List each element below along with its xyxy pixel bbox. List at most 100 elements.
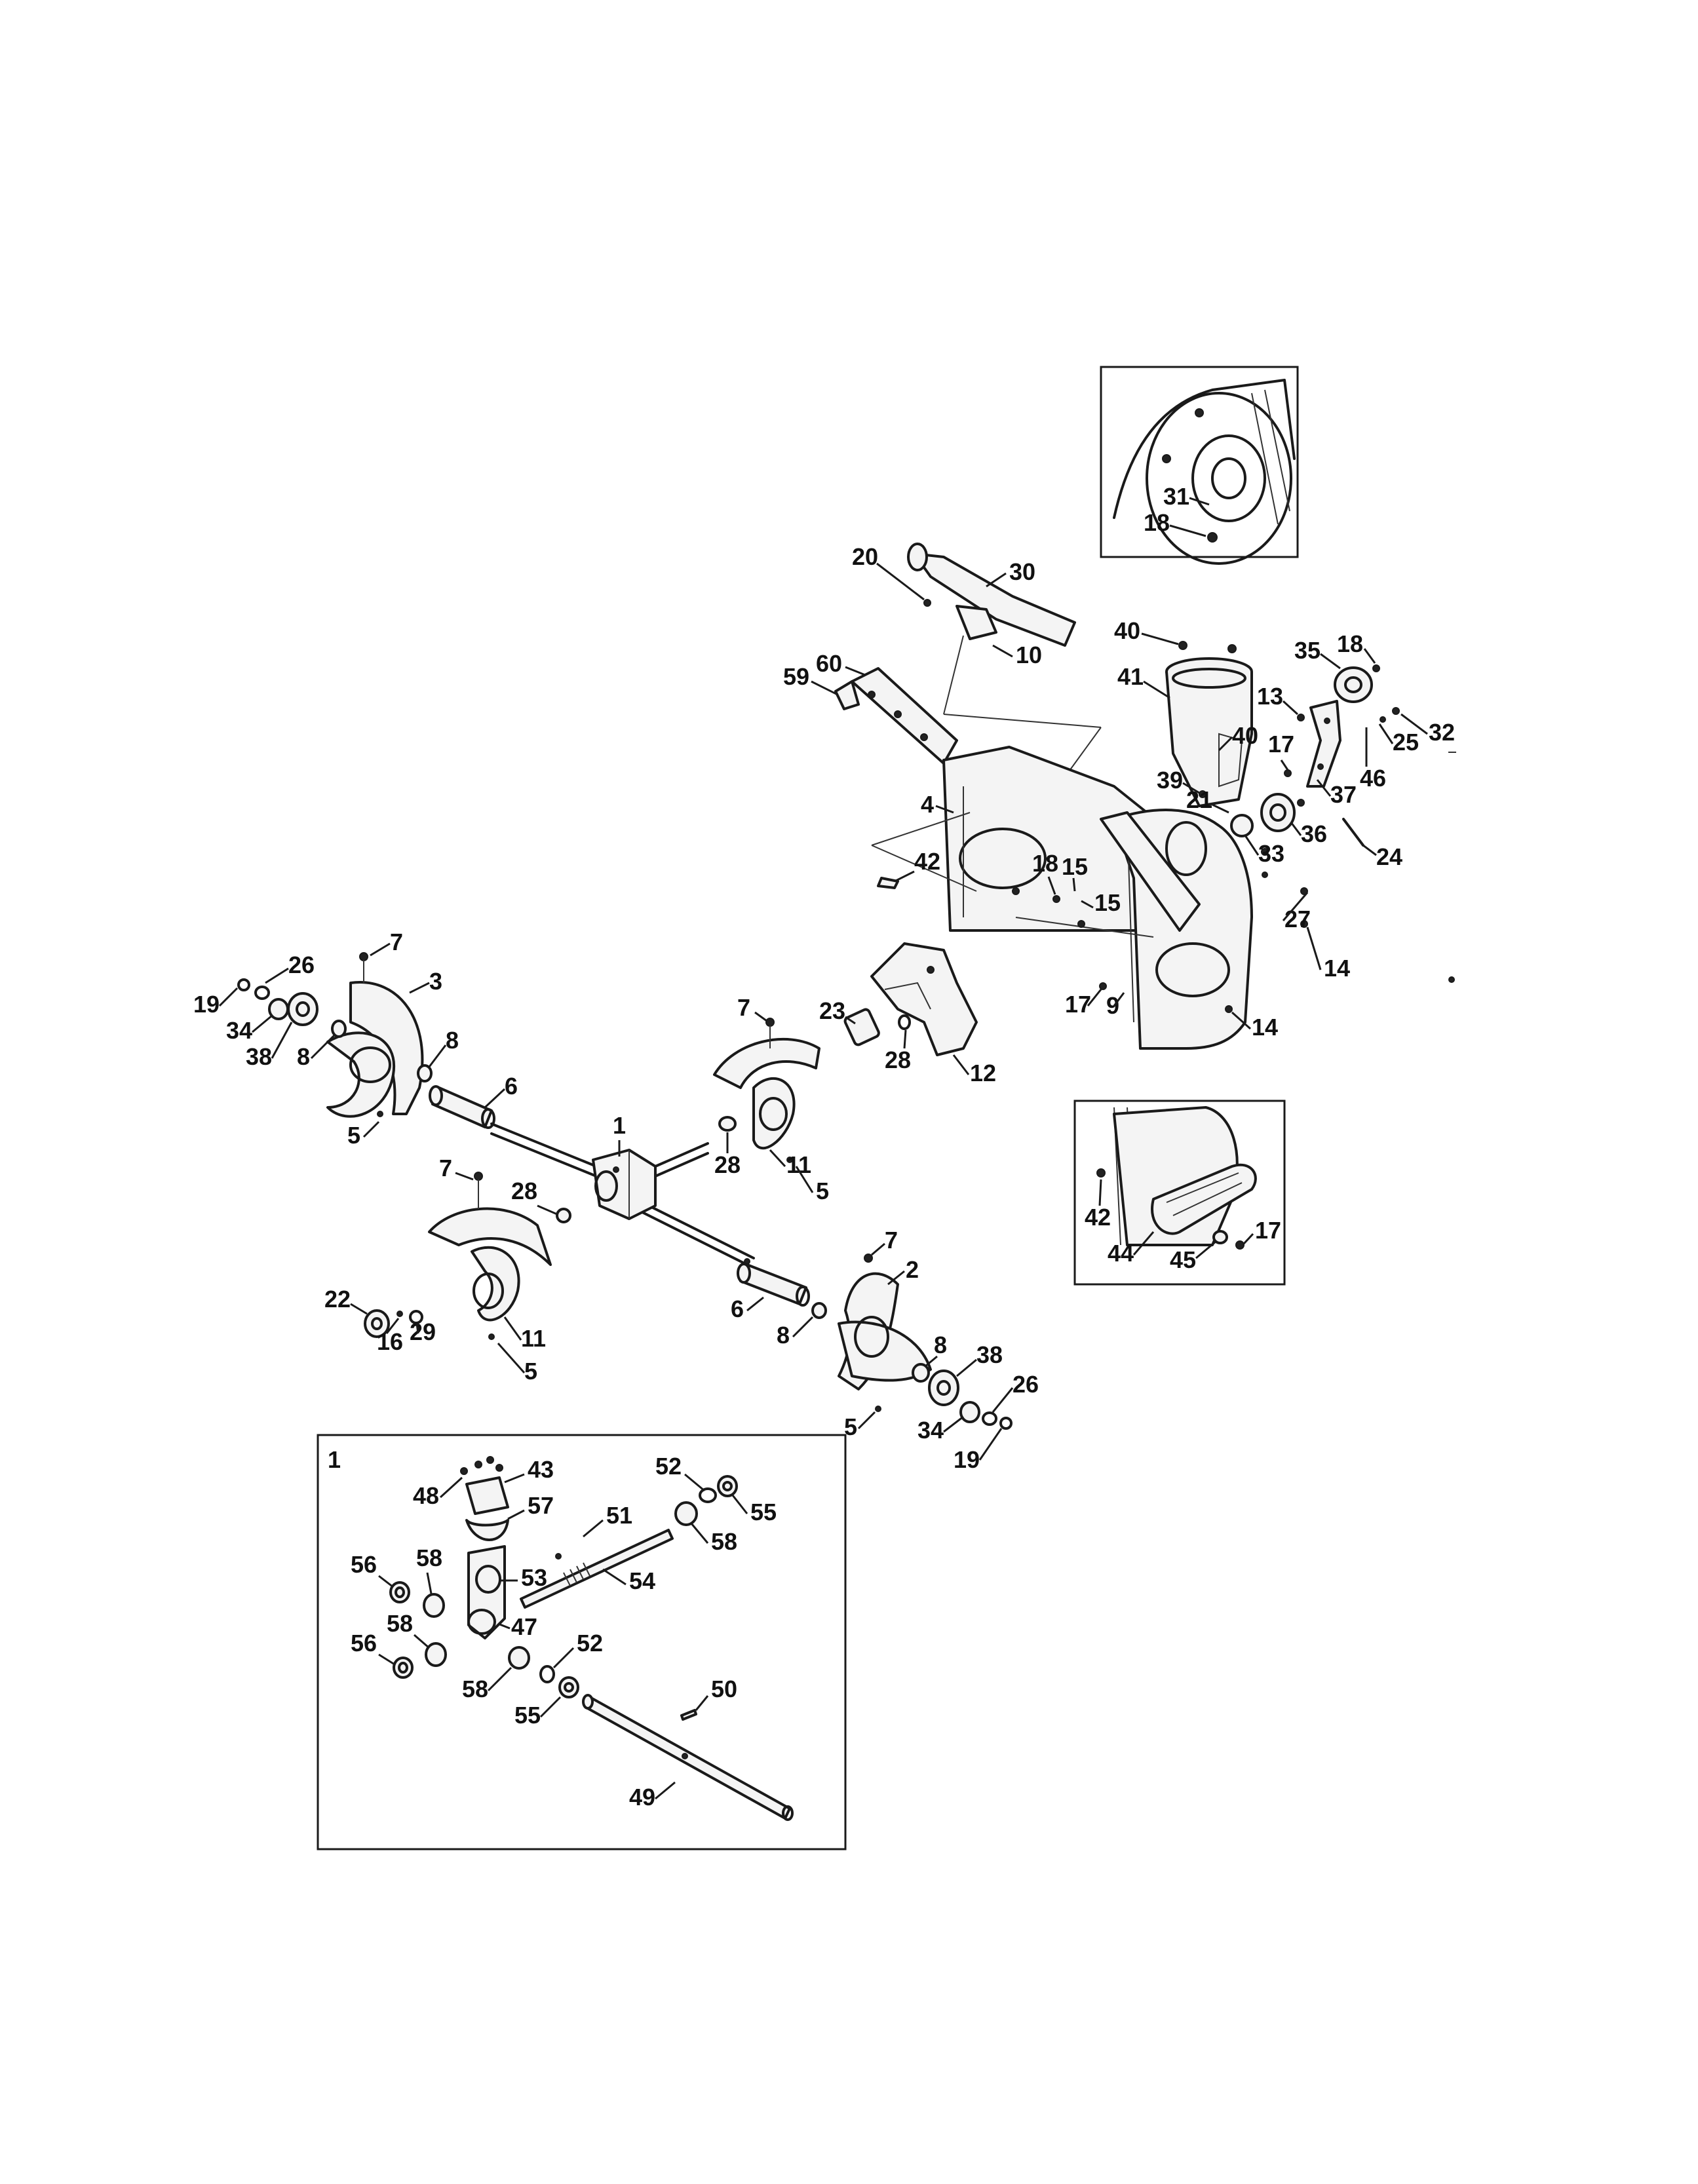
callout-55-lower: 55 (514, 1702, 541, 1729)
callout-48: 48 (413, 1482, 439, 1509)
callout-8-left-b: 8 (446, 1027, 459, 1054)
callout-4: 4 (921, 791, 934, 818)
callout-33: 33 (1258, 840, 1284, 867)
callout-42: 42 (914, 848, 940, 875)
callout-11-lower-left: 11 (521, 1325, 546, 1352)
shave-plate-59-60: 60 59 (783, 650, 958, 765)
callout-58-left-top: 58 (416, 1544, 442, 1571)
callout-8-right-a: 8 (777, 1322, 790, 1349)
callout-24: 24 (1376, 843, 1402, 870)
callout-31: 31 (1163, 483, 1189, 510)
callout-51: 51 (606, 1502, 632, 1529)
callout-56: 56 (351, 1551, 377, 1578)
callout-32: 32 (1429, 719, 1455, 746)
callout-19-right: 19 (954, 1446, 980, 1473)
callout-44: 44 (1108, 1240, 1134, 1267)
spacer-6-right: 6 (731, 1263, 810, 1322)
callout-2: 2 (906, 1256, 919, 1283)
callout-53: 53 (521, 1564, 547, 1591)
callout-7-center: 7 (737, 994, 750, 1021)
callout-18: 18 (1144, 509, 1170, 536)
callout-8-left-a: 8 (297, 1043, 310, 1070)
callout-12: 12 (970, 1060, 996, 1086)
callout-14-bottom: 14 (1252, 1014, 1278, 1041)
callout-22: 22 (324, 1286, 351, 1312)
callout-17-housing: 17 (1065, 991, 1091, 1018)
callout-59: 59 (783, 663, 809, 690)
callout-30: 30 (1009, 558, 1035, 585)
callout-50: 50 (711, 1676, 737, 1702)
callout-47: 47 (511, 1613, 537, 1640)
auger-lower-left: 7 28 22 16 29 11 5 (324, 1155, 571, 1385)
callout-57: 57 (528, 1492, 554, 1519)
callout-49: 49 (629, 1784, 655, 1810)
callout-5-right: 5 (844, 1413, 857, 1440)
callout-13: 13 (1257, 683, 1283, 710)
auger-right-2: 7 2 8 8 38 26 34 19 5 (777, 1227, 1039, 1473)
callout-7-lower-left: 7 (439, 1155, 452, 1181)
inset-chute-bearing-detail: 31 18 (1100, 366, 1299, 565)
callout-3: 3 (429, 968, 442, 995)
callout-14: 14 (1324, 955, 1350, 982)
callout-29: 29 (410, 1318, 436, 1345)
callout-38-right: 38 (976, 1341, 1003, 1368)
chute-crank-assembly: 20 30 10 (852, 543, 1102, 800)
callout-20: 20 (852, 543, 878, 570)
callout-56-b: 56 (351, 1630, 377, 1657)
auger-shaft-gearbox: 1 28 (490, 1112, 755, 1269)
callout-58-left-bottom: 58 (387, 1610, 413, 1637)
callout-35: 35 (1294, 637, 1321, 664)
callout-28-impeller: 28 (885, 1046, 911, 1073)
callout-7: 7 (390, 929, 403, 955)
callout-52: 52 (655, 1453, 682, 1480)
callout-46: 46 (1360, 765, 1386, 792)
callout-52-lower: 52 (577, 1630, 603, 1657)
bearing-bracket-assembly: 35 18 13 25 32 17 46 37 33 36 24 27 14 (1230, 630, 1455, 982)
callout-5-lower-left: 5 (524, 1358, 537, 1385)
callout-45: 45 (1170, 1246, 1196, 1273)
callout-15-b: 15 (1094, 889, 1121, 916)
spacer-6-left: 6 (429, 1073, 518, 1129)
callout-6-right: 6 (731, 1295, 744, 1322)
callout-10: 10 (1016, 642, 1042, 668)
callout-40: 40 (1114, 617, 1140, 644)
callout-39: 39 (1157, 767, 1183, 794)
callout-54: 54 (629, 1567, 655, 1594)
callout-15: 15 (1062, 853, 1088, 880)
callout-40-lower: 40 (1232, 722, 1258, 749)
callout-18-housing: 18 (1032, 850, 1058, 877)
callout-58-lower: 58 (462, 1676, 488, 1702)
callout-28-lower-left: 28 (511, 1178, 537, 1204)
inset-gearbox-exploded: 1 43 48 57 53 47 56 58 56 58 (317, 1434, 847, 1850)
callout-11: 11 (786, 1151, 811, 1178)
auger-housing: 4 42 18 15 15 17 9 14 39 21 (871, 746, 1278, 1050)
callout-41: 41 (1117, 663, 1144, 690)
callout-27: 27 (1284, 906, 1311, 932)
callout-17-bracket: 17 (1268, 731, 1294, 757)
callout-5-left: 5 (347, 1122, 360, 1149)
auger-left-3: 7 3 26 19 34 38 8 8 5 (193, 929, 459, 1149)
inset-skid-shoe-detail: 42 17 44 45 (1073, 1100, 1286, 1286)
callout-16: 16 (377, 1328, 403, 1355)
callout-26: 26 (288, 951, 315, 978)
callout-37: 37 (1330, 781, 1357, 808)
stray-mark (1448, 976, 1455, 983)
callout-25: 25 (1393, 729, 1419, 756)
callout-55: 55 (750, 1499, 777, 1525)
callout-6: 6 (505, 1073, 518, 1100)
callout-28-shaft: 28 (714, 1151, 741, 1178)
callout-5-center: 5 (816, 1178, 829, 1204)
callout-58-shaft: 58 (711, 1528, 737, 1555)
callout-42-skid: 42 (1085, 1204, 1111, 1231)
callout-26-right: 26 (1013, 1371, 1039, 1398)
callout-36: 36 (1301, 820, 1327, 847)
callout-7-right: 7 (885, 1227, 898, 1254)
callout-34-right: 34 (917, 1417, 944, 1444)
callout-17-skid: 17 (1255, 1217, 1281, 1244)
callout-1: 1 (613, 1112, 626, 1139)
auger-center-upper: 7 11 5 (713, 994, 829, 1204)
callout-60: 60 (816, 650, 842, 677)
callout-18-bracket: 18 (1337, 630, 1363, 657)
